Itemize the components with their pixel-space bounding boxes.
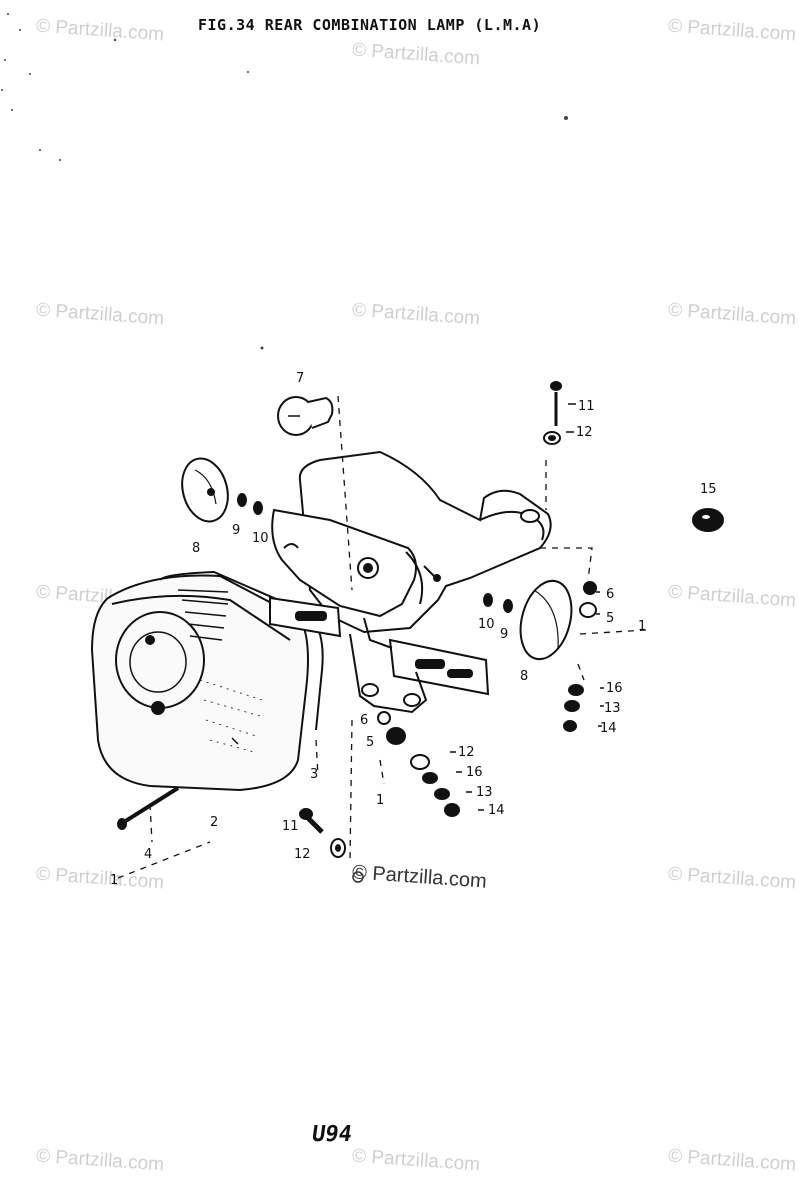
callout-label: 9 xyxy=(232,523,240,538)
callout-label: 13 xyxy=(604,701,621,716)
callout-label: 14 xyxy=(488,803,505,818)
callout-label: 11 xyxy=(578,399,595,414)
cover-part-8-right xyxy=(519,579,573,661)
callout-label: 8 xyxy=(520,669,528,684)
callout-label: 13 xyxy=(476,785,493,800)
callout-label: 12 xyxy=(294,847,311,862)
callout-label: 6 xyxy=(360,713,368,728)
callout-label: 8 xyxy=(192,541,200,556)
callout-label: 12 xyxy=(576,425,593,440)
callout-label: 10 xyxy=(478,617,495,632)
figure-title: FIG.34 REAR COMBINATION LAMP (L.M.A) xyxy=(198,16,542,34)
callout-label: 15 xyxy=(700,482,717,497)
callout-label: 2 xyxy=(210,815,218,830)
page-number: U94 xyxy=(310,1122,354,1147)
callout-label: 6 xyxy=(606,587,614,602)
callout-label: 11 xyxy=(282,819,299,834)
callout-label: 1 xyxy=(110,873,118,888)
bulb-part-7 xyxy=(277,396,334,436)
hardware-parts xyxy=(117,381,724,858)
callout-label: 5 xyxy=(606,611,614,626)
callout-label: 12 xyxy=(458,745,475,760)
scan-noise xyxy=(1,13,568,350)
lens-part-2 xyxy=(90,574,309,792)
callout-label: 14 xyxy=(600,721,617,736)
callout-label: 16 xyxy=(606,681,623,696)
leader-lines xyxy=(117,395,647,879)
lamp-housing xyxy=(269,450,552,714)
callout-label: 9 xyxy=(500,627,508,642)
copyright-mark-icon xyxy=(352,871,364,883)
callout-label: 7 xyxy=(296,371,304,386)
callout-label: 16 xyxy=(466,765,483,780)
callout-label: 3 xyxy=(310,767,318,782)
cover-part-8-left xyxy=(181,457,229,523)
callout-label: 10 xyxy=(252,531,269,546)
callout-labels: 7 11 12 15 8 9 10 6 5 1 10 9 8 16 13 14 … xyxy=(110,371,717,888)
callout-label: 5 xyxy=(366,735,374,750)
leader-ticks xyxy=(450,403,604,811)
callout-label: 1 xyxy=(638,619,646,634)
callout-label: 1 xyxy=(376,793,384,808)
callout-label: 4 xyxy=(144,847,152,862)
